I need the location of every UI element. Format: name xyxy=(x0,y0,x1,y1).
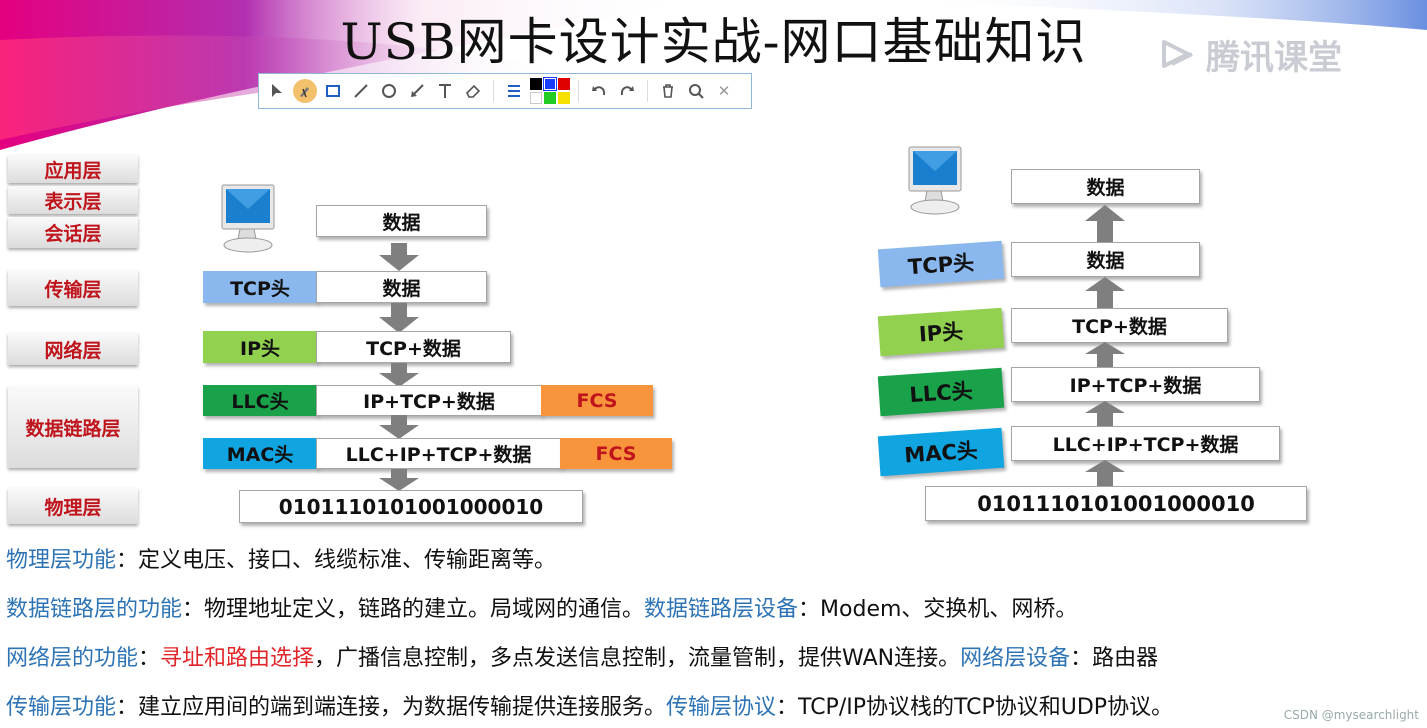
right-data-box: 数据 xyxy=(1011,169,1200,204)
left-fcs-trailer-2: FCS xyxy=(560,438,672,469)
down-arrow-icon xyxy=(379,415,419,439)
note-text-segment: ：建立应用间的端到端连接，为数据传输提供连接服务。 xyxy=(116,695,667,720)
left-data-box: 数据 xyxy=(316,205,487,237)
right-data-box-2: 数据 xyxy=(1011,242,1200,277)
layer-data-link: 数据链路层 xyxy=(8,386,138,468)
line-tool-icon[interactable] xyxy=(349,79,373,103)
up-arrow-icon xyxy=(1085,205,1125,243)
note-text-segment: 网络层的功能 xyxy=(6,646,139,671)
toolbar-divider xyxy=(647,80,648,102)
trash-icon[interactable] xyxy=(656,79,680,103)
note-text-segment: 数据链路层设备 xyxy=(644,597,799,622)
left-tcp-data-box: TCP+数据 xyxy=(316,331,511,363)
highlighter-tool-icon[interactable] xyxy=(293,79,317,103)
left-llc-header: LLC头 xyxy=(203,385,317,416)
layer-physical: 物理层 xyxy=(8,488,138,524)
watermark: CSDN @mysearchlight xyxy=(1283,708,1419,722)
right-tcp-header: TCP头 xyxy=(877,240,1005,288)
down-arrow-icon xyxy=(379,469,419,491)
circle-tool-icon[interactable] xyxy=(377,79,401,103)
note-text-segment: ：TCP/IP协议栈的TCP协议和UDP协议。 xyxy=(776,695,1174,720)
right-llc-ip-tcp-data-box: LLC+IP+TCP+数据 xyxy=(1011,426,1280,461)
right-ip-header: IP头 xyxy=(877,307,1005,357)
note-text-segment: ：物理地址定义，链路的建立。局域网的通信。 xyxy=(182,597,645,622)
redo-icon[interactable] xyxy=(615,79,639,103)
slide-title: USB网卡设计实战-网口基础知识 xyxy=(340,13,1087,71)
layer-transport: 传输层 xyxy=(8,270,138,306)
arrow-tool-icon[interactable] xyxy=(405,79,429,103)
right-ip-tcp-data-box: IP+TCP+数据 xyxy=(1011,367,1260,402)
note-physical-layer: 物理层功能：定义电压、接口、线缆标准、传输距离等。 xyxy=(6,542,556,574)
note-text-segment: 网络层设备 xyxy=(960,646,1071,671)
left-llc-ip-tcp-data-box: LLC+IP+TCP+数据 xyxy=(316,438,561,469)
note-text-segment: 数据链路层的功能 xyxy=(6,597,183,622)
note-transport-layer: 传输层功能：建立应用间的端到端连接，为数据传输提供连接服务。传输层协议：TCP/… xyxy=(6,689,1173,721)
color-swatch-red[interactable] xyxy=(558,78,570,90)
down-arrow-icon xyxy=(379,243,419,271)
layer-session: 会话层 xyxy=(8,217,138,248)
down-arrow-icon xyxy=(379,303,419,333)
left-ip-tcp-data-box: IP+TCP+数据 xyxy=(316,385,542,416)
select-tool-icon[interactable] xyxy=(265,79,289,103)
note-text-segment: ：Modem、交换机、网桥。 xyxy=(798,597,1078,622)
toolbar-divider xyxy=(578,80,579,102)
layer-presentation: 表示层 xyxy=(8,186,138,214)
rectangle-tool-icon[interactable] xyxy=(321,79,345,103)
note-text-segment: 物理层功能 xyxy=(6,548,117,573)
note-text-segment: 传输层协议 xyxy=(666,695,777,720)
note-text-segment: 寻址和路由选择 xyxy=(160,646,315,671)
note-text-segment: ，广播信息控制，多点发送信息控制，流量管制，提供WAN连接。 xyxy=(314,646,961,671)
left-mac-header: MAC头 xyxy=(203,438,317,469)
left-ip-header: IP头 xyxy=(203,331,317,363)
computer-icon-sender xyxy=(221,184,275,253)
close-icon[interactable]: ✕ xyxy=(717,82,731,100)
down-arrow-icon xyxy=(379,363,419,387)
left-bitstream-box: 0101110101001000010 xyxy=(239,490,583,523)
note-text-segment: ： xyxy=(138,646,161,671)
play-logo-icon xyxy=(1162,40,1193,68)
left-tcp-header: TCP头 xyxy=(203,271,317,303)
annotation-toolbar: ✕ xyxy=(258,73,752,109)
layer-network: 网络层 xyxy=(8,333,138,365)
undo-icon[interactable] xyxy=(587,79,611,103)
layer-application: 应用层 xyxy=(8,155,138,183)
color-swatch-white[interactable] xyxy=(530,92,542,104)
color-swatch-green[interactable] xyxy=(544,92,556,104)
color-palette xyxy=(530,77,570,104)
note-text-segment: 传输层功能 xyxy=(6,695,117,720)
right-llc-header: LLC头 xyxy=(877,367,1005,417)
note-data-link-layer: 数据链路层的功能：物理地址定义，链路的建立。局域网的通信。数据链路层设备：Mod… xyxy=(6,591,1077,623)
left-data-box-2: 数据 xyxy=(316,271,487,303)
eraser-tool-icon[interactable] xyxy=(461,79,485,103)
tencent-classroom-logo: 腾讯课堂 xyxy=(1158,30,1342,78)
up-arrow-icon xyxy=(1085,277,1125,309)
right-mac-header: MAC头 xyxy=(877,427,1005,477)
up-arrow-icon xyxy=(1085,401,1125,427)
color-swatch-yellow[interactable] xyxy=(558,92,570,104)
up-arrow-icon xyxy=(1085,460,1125,488)
up-arrow-icon xyxy=(1085,342,1125,368)
note-text-segment: ：定义电压、接口、线缆标准、传输距离等。 xyxy=(116,548,557,573)
color-swatch-blue[interactable] xyxy=(543,77,557,91)
note-text-segment: ：路由器 xyxy=(1070,646,1159,671)
right-bitstream-box: 0101110101001000010 xyxy=(925,486,1307,521)
zoom-icon[interactable] xyxy=(684,79,708,103)
toolbar-divider xyxy=(493,80,494,102)
right-tcp-data-box: TCP+数据 xyxy=(1011,308,1228,343)
computer-icon-receiver xyxy=(908,146,962,215)
text-tool-icon[interactable] xyxy=(433,79,457,103)
logo-text: 腾讯课堂 xyxy=(1206,37,1342,78)
line-style-tool-icon[interactable] xyxy=(502,79,526,103)
note-network-layer: 网络层的功能：寻址和路由选择，广播信息控制，多点发送信息控制，流量管制，提供WA… xyxy=(6,640,1158,672)
color-swatch-black[interactable] xyxy=(530,78,542,90)
left-fcs-trailer: FCS xyxy=(541,385,653,416)
